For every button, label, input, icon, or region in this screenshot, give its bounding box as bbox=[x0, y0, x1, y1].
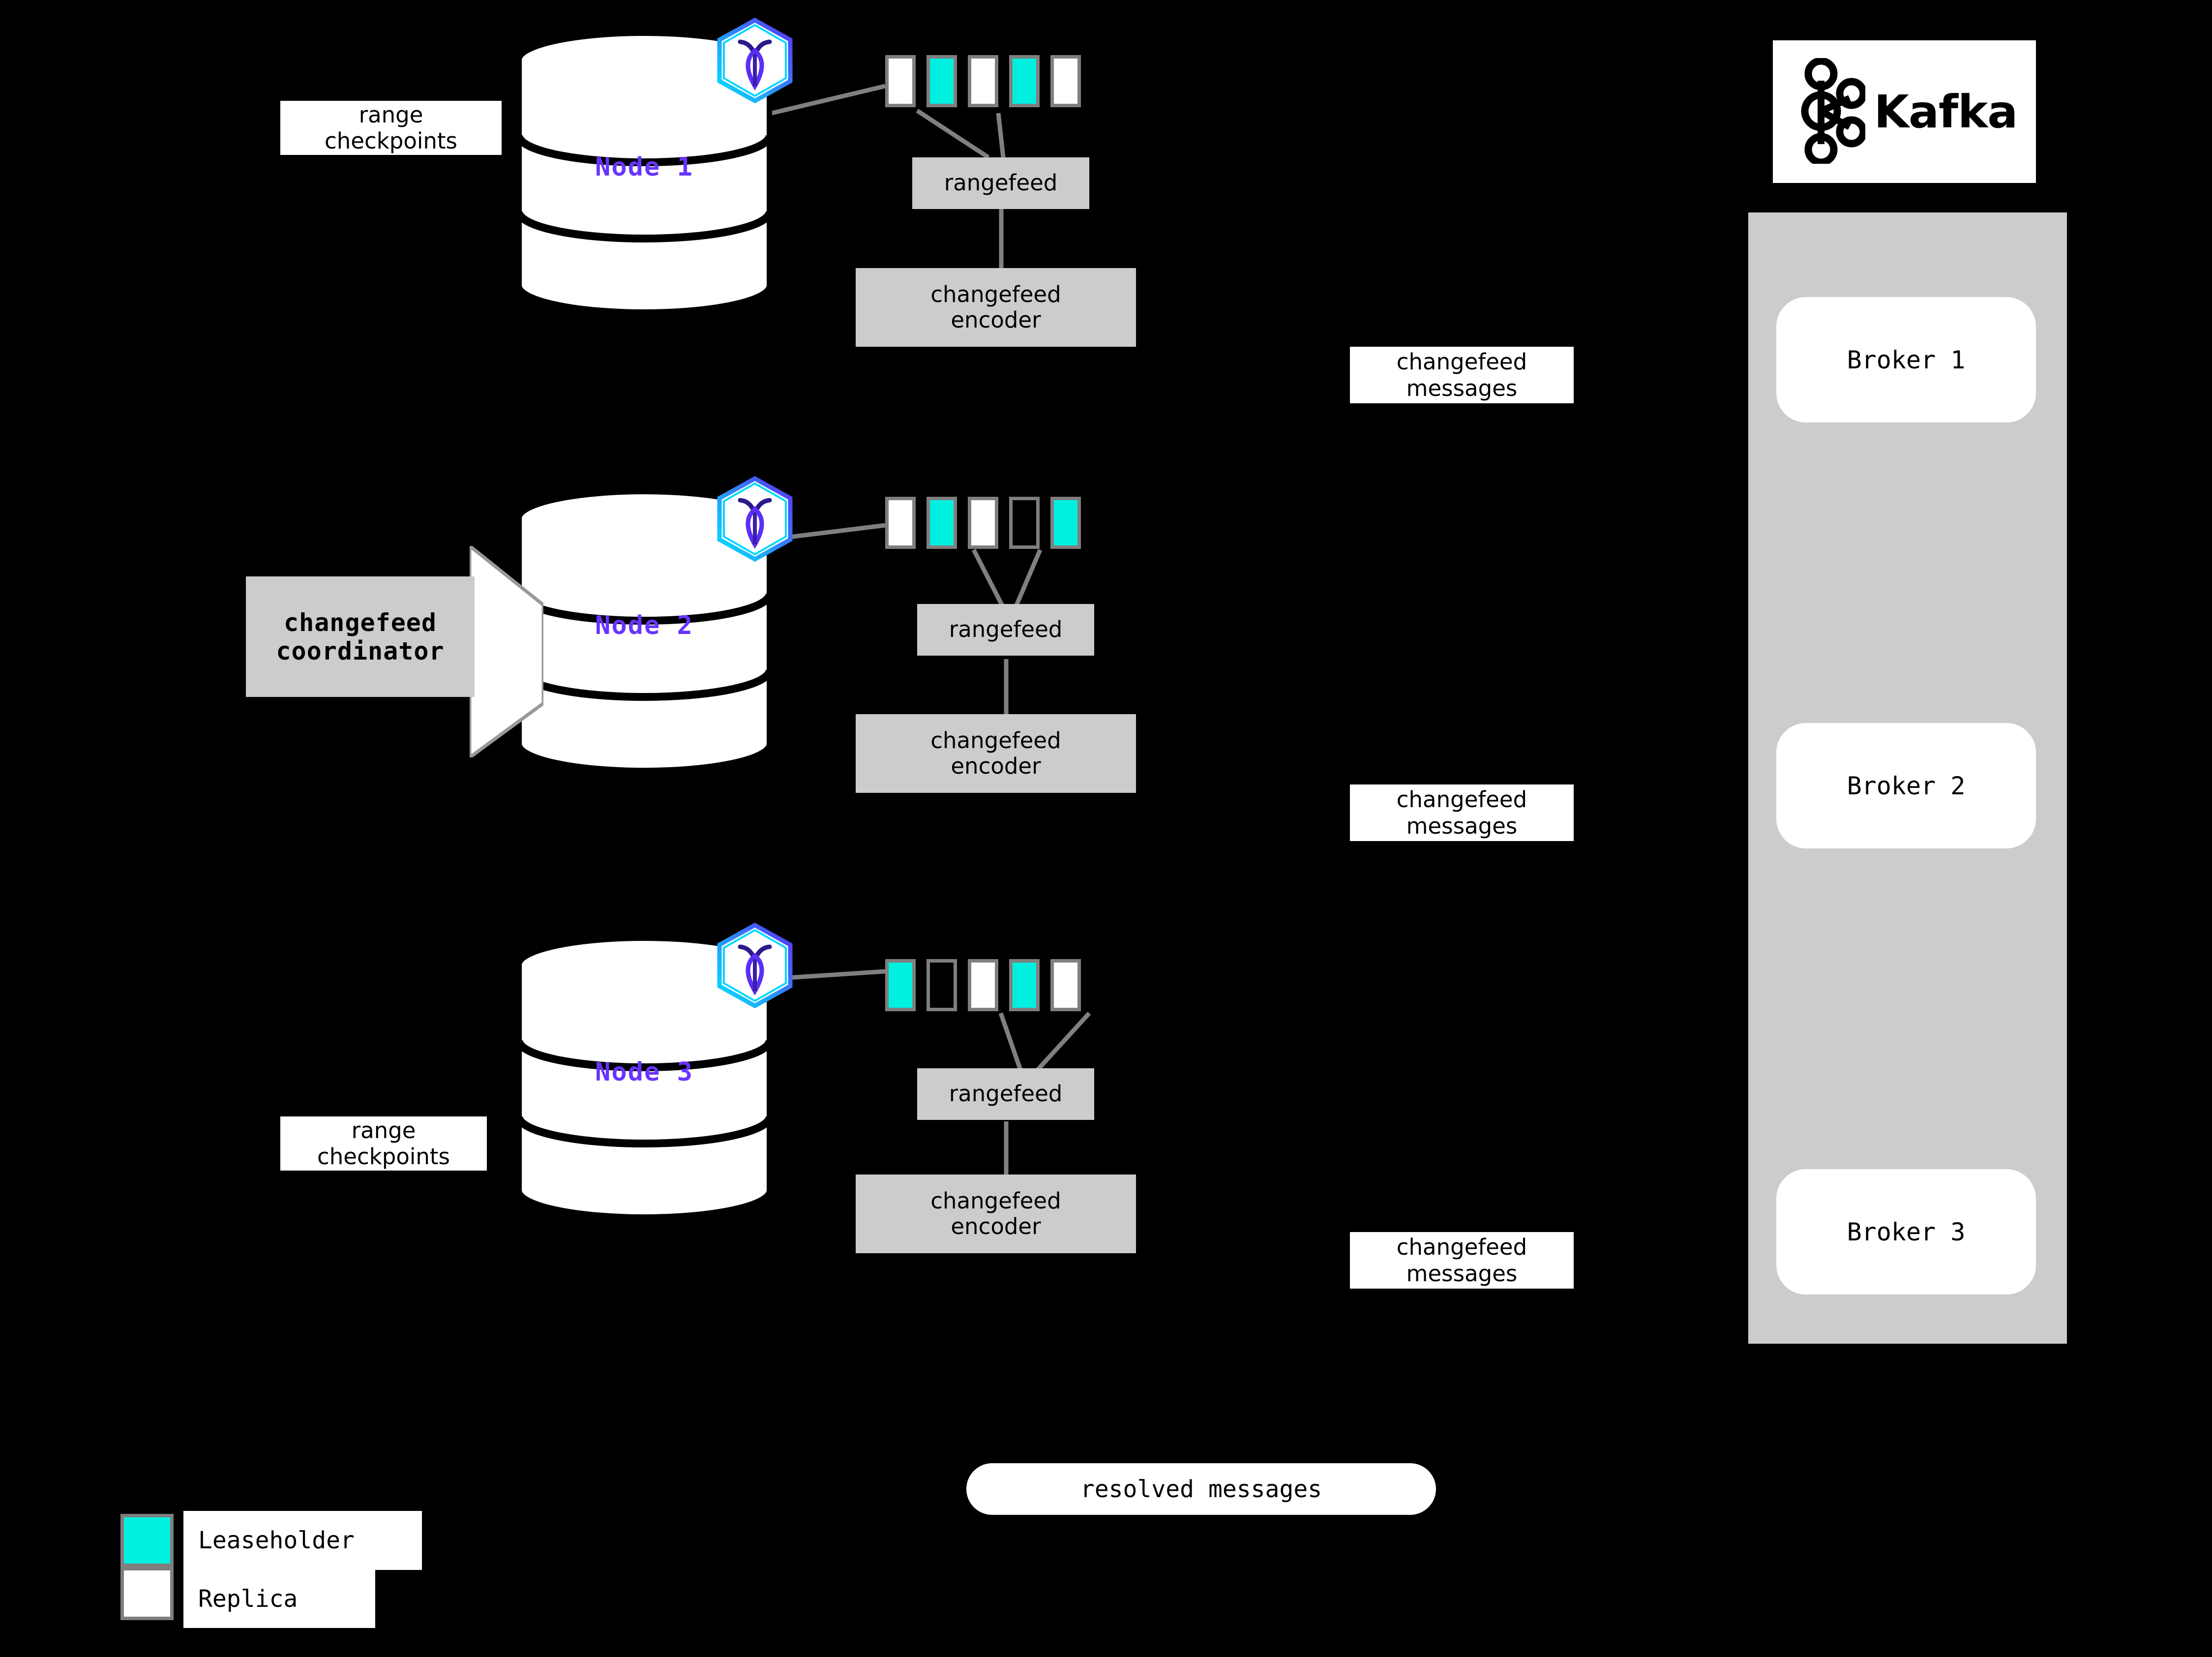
range-box[interactable] bbox=[885, 55, 916, 107]
cockroachdb-logo-icon bbox=[716, 922, 794, 1009]
label-line-2: checkpoints bbox=[325, 128, 457, 154]
encoder-line-1: changefeed bbox=[930, 1187, 1061, 1214]
range-box[interactable] bbox=[968, 497, 998, 549]
legend-swatch-leaseholder bbox=[120, 1514, 174, 1567]
node-3-range-checkpoints-label: range checkpoints bbox=[280, 1116, 487, 1171]
node-1-changefeed-messages-label: changefeed messages bbox=[1350, 347, 1574, 403]
label-line-2: messages bbox=[1406, 1260, 1518, 1287]
node-1-range-checkpoints-label: range checkpoints bbox=[280, 101, 502, 155]
node-3-rangefeed-box[interactable]: rangefeed bbox=[917, 1068, 1094, 1120]
coordinator-line-1: changefeed bbox=[283, 608, 437, 637]
kafka-cluster-container: Broker 1 Broker 2 Broker 3 bbox=[1748, 212, 2067, 1344]
kafka-wordmark: Kafka bbox=[1874, 85, 2018, 138]
broker-3[interactable]: Broker 3 bbox=[1776, 1169, 2036, 1295]
label-line-1: range bbox=[359, 101, 423, 128]
coordinator-line-2: coordinator bbox=[276, 636, 445, 665]
resolved-messages-pill[interactable]: resolved messages bbox=[966, 1463, 1436, 1515]
node-2-changefeed-messages-label: changefeed messages bbox=[1350, 784, 1574, 841]
node-1-label: Node 1 bbox=[595, 152, 693, 182]
label-line-2: messages bbox=[1406, 813, 1518, 839]
node-2-label: Node 2 bbox=[595, 611, 693, 640]
broker-2[interactable]: Broker 2 bbox=[1776, 723, 2036, 848]
range-box[interactable] bbox=[1050, 959, 1081, 1011]
node-3-changefeed-encoder-box[interactable]: changefeed encoder bbox=[856, 1175, 1136, 1253]
changefeed-coordinator-box[interactable]: changefeed coordinator bbox=[246, 576, 475, 697]
label-line-2: messages bbox=[1406, 375, 1518, 401]
range-box[interactable] bbox=[1009, 959, 1040, 1011]
node-3-ranges bbox=[885, 959, 1081, 1011]
encoder-line-2: encoder bbox=[951, 1213, 1041, 1239]
node-3-label: Node 3 bbox=[595, 1057, 693, 1087]
label-line-1: changefeed bbox=[1396, 786, 1527, 813]
range-box[interactable] bbox=[1009, 497, 1040, 549]
node-2-ranges bbox=[885, 497, 1081, 549]
range-box[interactable] bbox=[885, 497, 916, 549]
label-line-1: changefeed bbox=[1396, 1234, 1527, 1261]
encoder-line-2: encoder bbox=[951, 307, 1041, 333]
kafka-logo-card: Kafka bbox=[1773, 40, 2036, 183]
node-1-changefeed-encoder-box[interactable]: changefeed encoder bbox=[856, 268, 1136, 347]
label-line-1: range bbox=[351, 1117, 416, 1144]
coordinator-connector bbox=[470, 546, 543, 757]
label-line-2: checkpoints bbox=[317, 1144, 450, 1170]
node-3-changefeed-messages-label: changefeed messages bbox=[1350, 1232, 1574, 1289]
encoder-line-2: encoder bbox=[951, 753, 1041, 779]
range-box[interactable] bbox=[927, 55, 957, 107]
range-box[interactable] bbox=[968, 959, 998, 1011]
broker-1[interactable]: Broker 1 bbox=[1776, 297, 2036, 422]
range-box[interactable] bbox=[1050, 55, 1081, 107]
cockroachdb-logo-icon bbox=[716, 476, 794, 562]
encoder-line-1: changefeed bbox=[930, 281, 1061, 307]
range-box[interactable] bbox=[1050, 497, 1081, 549]
legend-label-replica: Replica bbox=[183, 1570, 375, 1628]
range-box[interactable] bbox=[1009, 55, 1040, 107]
range-box[interactable] bbox=[885, 959, 916, 1011]
node-1-rangefeed-box[interactable]: rangefeed bbox=[912, 157, 1089, 209]
label-line-1: changefeed bbox=[1396, 349, 1527, 375]
kafka-mark-icon bbox=[1792, 57, 1867, 166]
range-box[interactable] bbox=[927, 497, 957, 549]
legend-swatch-replica bbox=[120, 1567, 174, 1620]
encoder-line-1: changefeed bbox=[930, 727, 1061, 753]
legend-label-leaseholder: Leaseholder bbox=[183, 1511, 422, 1570]
range-box[interactable] bbox=[927, 959, 957, 1011]
cockroachdb-logo-icon bbox=[716, 17, 794, 104]
range-box[interactable] bbox=[968, 55, 998, 107]
node-2-changefeed-encoder-box[interactable]: changefeed encoder bbox=[856, 714, 1136, 793]
node-1-ranges bbox=[885, 55, 1081, 107]
node-1-cylinder[interactable]: Node 1 bbox=[516, 30, 772, 325]
node-3-cylinder[interactable]: Node 3 bbox=[516, 934, 772, 1230]
node-2-rangefeed-box[interactable]: rangefeed bbox=[917, 604, 1094, 656]
